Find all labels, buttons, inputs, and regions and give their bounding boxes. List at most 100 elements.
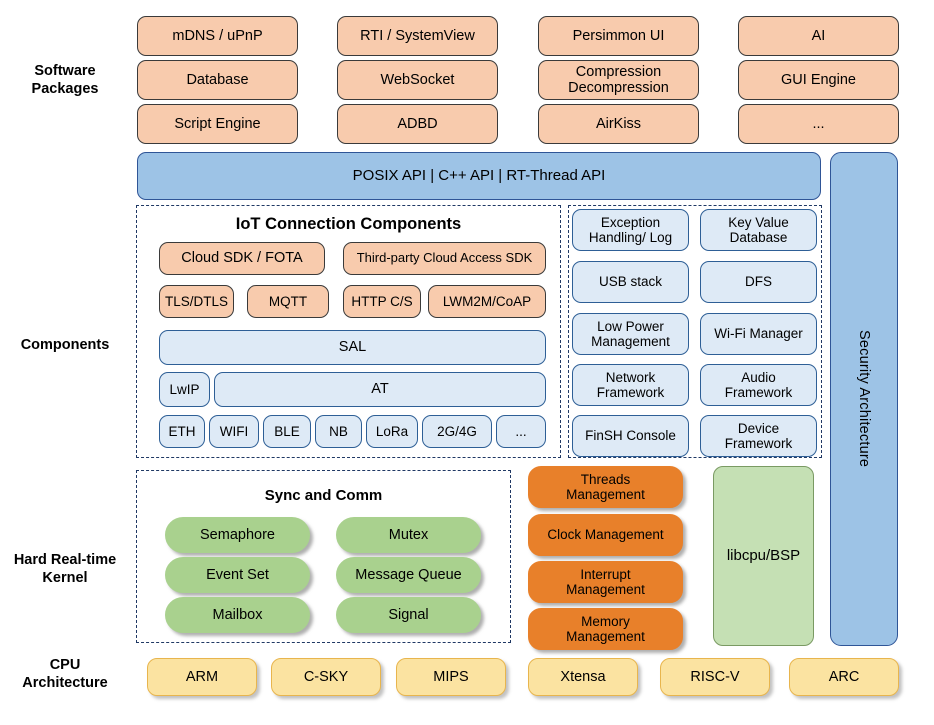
sync-signal[interactable]: Signal xyxy=(336,597,481,633)
cpu-arch-arc[interactable]: ARC xyxy=(789,658,899,696)
api-layer-bar[interactable]: POSIX API | C++ API | RT-Thread API xyxy=(137,152,821,200)
package-label: RTI / SystemView xyxy=(360,27,475,44)
package-mdns-upnp[interactable]: mDNS / uPnP xyxy=(137,16,298,56)
package-rti-systemview[interactable]: RTI / SystemView xyxy=(337,16,498,56)
iot-cloud-sdk-fota[interactable]: Cloud SDK / FOTA xyxy=(159,242,325,275)
sync-message-queue[interactable]: Message Queue xyxy=(336,557,481,593)
sync-mutex[interactable]: Mutex xyxy=(336,517,481,553)
component-dfs[interactable]: DFS xyxy=(700,261,817,303)
iot-lwip[interactable]: LwIP xyxy=(159,372,210,407)
iot-label: LwIP xyxy=(169,381,200,397)
cpu-arch-mips[interactable]: MIPS xyxy=(396,658,506,696)
iot-http-cs[interactable]: HTTP C/S xyxy=(343,285,421,318)
sync-label: Signal xyxy=(388,606,429,623)
package-database[interactable]: Database xyxy=(137,60,298,100)
cpu-arch-c-sky[interactable]: C-SKY xyxy=(271,658,381,696)
component-wifi-manager[interactable]: Wi-Fi Manager xyxy=(700,313,817,355)
row-label-kernel: Hard Real-time Kernel xyxy=(0,551,130,587)
iot-label: NB xyxy=(329,423,348,439)
kernel-clock-management[interactable]: Clock Management xyxy=(528,514,683,556)
sync-mailbox[interactable]: Mailbox xyxy=(165,597,310,633)
kernel-label-line2: Management xyxy=(566,582,645,597)
component-label: FinSH Console xyxy=(585,428,676,444)
component-low-power-management[interactable]: Low Power Management xyxy=(572,313,689,355)
package-label: WebSocket xyxy=(380,71,455,88)
package-airkiss[interactable]: AirKiss xyxy=(538,104,699,144)
sync-event-set[interactable]: Event Set xyxy=(165,557,310,593)
sync-label: Mailbox xyxy=(212,606,263,623)
kernel-memory-management[interactable]: Memory Management xyxy=(528,608,683,650)
component-label-line1: Network xyxy=(605,369,656,385)
kernel-interrupt-management[interactable]: Interrupt Management xyxy=(528,561,683,603)
package-ai[interactable]: AI xyxy=(738,16,899,56)
iot-link-more[interactable]: ... xyxy=(496,415,546,448)
cpu-arch-arm[interactable]: ARM xyxy=(147,658,257,696)
iot-label: LWM2M/CoAP xyxy=(442,293,532,309)
component-label: DFS xyxy=(745,274,772,290)
security-architecture-bar[interactable]: Security Architecture xyxy=(830,152,898,646)
component-usb-stack[interactable]: USB stack xyxy=(572,261,689,303)
iot-sal[interactable]: SAL xyxy=(159,330,546,365)
cpu-arch-label: ARM xyxy=(185,668,219,685)
component-audio-framework[interactable]: Audio Framework xyxy=(700,364,817,406)
component-device-framework[interactable]: Device Framework xyxy=(700,415,817,457)
row-label-kernel-line2: Kernel xyxy=(42,570,88,587)
cpu-arch-risc-v[interactable]: RISC-V xyxy=(660,658,770,696)
cpu-arch-label: C-SKY xyxy=(303,668,349,685)
package-compression-decompression[interactable]: Compression Decompression xyxy=(538,60,699,100)
kernel-label: Interrupt Management xyxy=(566,567,645,597)
component-label-line2: Framework xyxy=(724,385,793,400)
package-label: Compression Decompression xyxy=(568,64,669,96)
sync-label: Message Queue xyxy=(355,566,462,583)
cpu-arch-label: MIPS xyxy=(433,668,469,685)
package-script-engine[interactable]: Script Engine xyxy=(137,104,298,144)
sync-and-comm-group xyxy=(136,470,511,643)
package-websocket[interactable]: WebSocket xyxy=(337,60,498,100)
iot-link-ble[interactable]: BLE xyxy=(263,415,311,448)
iot-link-2g-4g[interactable]: 2G/4G xyxy=(422,415,492,448)
row-label-components: Components xyxy=(0,336,130,354)
package-persimmon-ui[interactable]: Persimmon UI xyxy=(538,16,699,56)
component-label-line1: Low Power xyxy=(597,318,664,334)
kernel-label-line1: Memory xyxy=(581,613,630,629)
iot-third-party-cloud-access-sdk[interactable]: Third-party Cloud Access SDK xyxy=(343,242,546,275)
libcpu-bsp-box[interactable]: libcpu/BSP xyxy=(713,466,814,646)
iot-link-wifi[interactable]: WIFI xyxy=(209,415,259,448)
cpu-arch-xtensa[interactable]: Xtensa xyxy=(528,658,638,696)
iot-label: ... xyxy=(515,423,527,439)
row-label-software-packages-line1: Software xyxy=(34,63,96,79)
component-key-value-database[interactable]: Key Value Database xyxy=(700,209,817,251)
iot-label: AT xyxy=(371,381,389,398)
package-more[interactable]: ... xyxy=(738,104,899,144)
kernel-threads-management[interactable]: Threads Management xyxy=(528,466,683,508)
package-gui-engine[interactable]: GUI Engine xyxy=(738,60,899,100)
component-network-framework[interactable]: Network Framework xyxy=(572,364,689,406)
component-label-line1: Device xyxy=(737,420,780,436)
package-label-line2: Decompression xyxy=(568,80,669,96)
component-finsh-console[interactable]: FinSH Console xyxy=(572,415,689,457)
iot-link-lora[interactable]: LoRa xyxy=(366,415,418,448)
package-adbd[interactable]: ADBD xyxy=(337,104,498,144)
iot-lwm2m-coap[interactable]: LWM2M/CoAP xyxy=(428,285,546,318)
package-label: Script Engine xyxy=(174,115,261,132)
package-label: AirKiss xyxy=(595,115,642,132)
iot-mqtt[interactable]: MQTT xyxy=(247,285,329,318)
iot-at[interactable]: AT xyxy=(214,372,546,407)
package-label: ADBD xyxy=(397,115,438,132)
iot-tls-dtls[interactable]: TLS/DTLS xyxy=(159,285,234,318)
iot-link-nb[interactable]: NB xyxy=(315,415,362,448)
sync-and-comm-title: Sync and Comm xyxy=(264,487,383,504)
component-exception-handling-log[interactable]: Exception Handling/ Log xyxy=(572,209,689,251)
package-label: Database xyxy=(186,71,249,88)
iot-link-eth[interactable]: ETH xyxy=(159,415,205,448)
component-label-line2: Framework xyxy=(596,385,665,400)
iot-label: ETH xyxy=(168,423,196,439)
sync-semaphore[interactable]: Semaphore xyxy=(165,517,310,553)
cpu-arch-label: Xtensa xyxy=(560,668,606,685)
iot-label: MQTT xyxy=(268,293,308,309)
component-label: USB stack xyxy=(598,274,663,290)
row-label-kernel-line1: Hard Real-time xyxy=(13,552,117,568)
kernel-label: Memory Management xyxy=(566,614,645,644)
component-label-line2: Database xyxy=(729,230,788,245)
row-label-cpu-line2: Architecture xyxy=(22,675,108,692)
